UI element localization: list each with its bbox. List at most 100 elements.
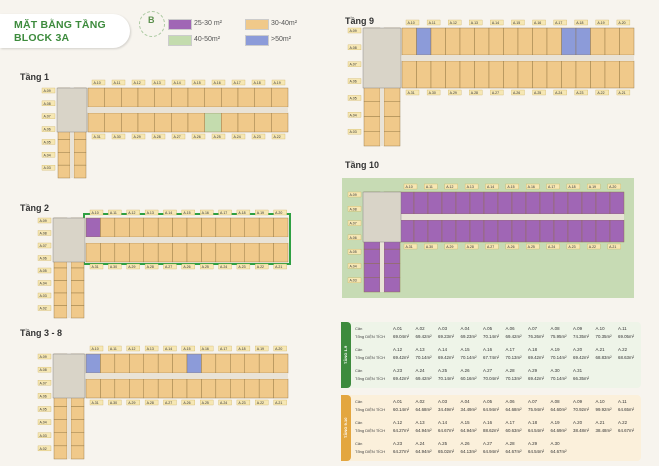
compass-letter: B [148, 15, 155, 25]
apartment-unit [143, 353, 159, 374]
unit-tag-label: A.18 [576, 21, 583, 25]
unit-tag-box [403, 183, 418, 190]
unit-tag-box [426, 89, 441, 96]
unit-code: A.17 [505, 347, 515, 352]
unit-code: A.05 [483, 326, 493, 331]
unit-tag-label: A.28 [467, 245, 474, 249]
apartment-unit [609, 219, 625, 243]
apartment-unit [100, 217, 116, 238]
apartment-unit [70, 280, 85, 294]
unit-tag-label: A.17 [220, 347, 227, 351]
apartment-unit [539, 191, 555, 215]
unit-tag-box [347, 128, 362, 135]
unit-code: A.29 [528, 441, 538, 446]
unit-area: 64.27m² [393, 449, 410, 454]
unit-tag-label: A.09 [350, 29, 357, 33]
apartment-unit [363, 277, 381, 293]
apartment-unit [237, 87, 255, 108]
unit-code: A.26 [460, 441, 470, 446]
unit-code: A.27 [483, 368, 493, 373]
unit-tag-label: A.20 [618, 21, 625, 25]
unit-area: 70.14m² [460, 355, 477, 360]
apartment-unit [258, 378, 274, 399]
unit-tag-label: A.29 [134, 135, 141, 139]
unit-tag-label: A.02 [40, 307, 47, 311]
legend-swatch [168, 19, 192, 30]
unit-area: 75.95m² [550, 334, 567, 339]
unit-code: A.10 [595, 326, 605, 331]
unit-tag-label: A.07 [350, 222, 357, 226]
unit-tag-box [181, 399, 195, 406]
apartment-unit [363, 101, 381, 117]
apartment-unit [172, 242, 188, 263]
unit-code: A.03 [438, 399, 448, 404]
apartment-unit [441, 219, 457, 243]
unit-tag-label: A.31 [408, 91, 415, 95]
unit-area: 34.49m² [438, 407, 455, 412]
unit-tag-box [464, 183, 479, 190]
corridor [86, 373, 288, 379]
apartment-unit [157, 217, 173, 238]
apartment-unit [383, 277, 401, 293]
unit-tag-label: A.29 [128, 401, 135, 405]
unit-tag-box [181, 345, 195, 352]
unit-tag-box [37, 217, 52, 224]
unit-code: A.08 [550, 326, 560, 331]
unit-tag-label: A.28 [147, 401, 154, 405]
unit-tag-label: A.13 [467, 185, 474, 189]
unit-tag-box [236, 263, 251, 270]
unit-code: A.16 [483, 347, 493, 352]
apartment-unit [273, 353, 289, 374]
unit-tag-label: A.03 [40, 434, 47, 438]
unit-tag-box [37, 292, 52, 299]
apartment-unit [488, 60, 504, 89]
apartment-unit [511, 219, 527, 243]
apartment-unit [137, 112, 155, 133]
apartment-unit [230, 378, 245, 399]
unit-tag-box [347, 112, 362, 118]
unit-tag-box [37, 230, 52, 236]
corridor [67, 354, 71, 459]
apartment-unit [441, 191, 457, 215]
compass-icon: B [139, 11, 165, 37]
unit-tag-box [347, 78, 362, 84]
unit-tag-label: A.26 [194, 135, 201, 139]
unit-tag-label: A.27 [165, 401, 172, 405]
unit-area: 70.14m² [483, 334, 500, 339]
unit-tag-box [526, 183, 540, 190]
unit-area: 64.94m² [483, 449, 500, 454]
apartment-unit [143, 217, 159, 238]
corridor [402, 55, 634, 61]
apartment-unit [73, 139, 87, 153]
unit-tag-box [424, 183, 438, 190]
apartment-unit [230, 217, 245, 238]
apartment-unit [53, 292, 68, 306]
unit-tag-label: A.05 [350, 96, 357, 100]
unit-code: A.14 [438, 420, 448, 425]
unit-tag-box [37, 242, 52, 249]
unit-tag-box [566, 183, 581, 190]
unit-tag-label: A.14 [492, 21, 499, 25]
unit-tag-label: A.29 [446, 245, 453, 249]
apartment-unit [427, 191, 443, 215]
unit-tag-label: A.21 [618, 91, 625, 95]
apartment-unit [187, 112, 205, 133]
unit-tag-label: A.11 [114, 81, 121, 85]
unit-tag-label: A.21 [275, 401, 282, 405]
row-header-unit: Căn [355, 441, 363, 446]
unit-tag-box [347, 191, 362, 198]
unit-tag-box [108, 209, 122, 216]
apartment-unit [70, 406, 85, 420]
unit-code: A.23 [393, 368, 403, 373]
unit-tag-box [37, 406, 52, 412]
unit-tag-label: A.28 [471, 91, 478, 95]
apartment-unit [430, 27, 446, 56]
apartment-unit [604, 60, 620, 89]
corridor [400, 214, 624, 220]
unit-tag-label: A.02 [40, 447, 47, 451]
unit-code: A.29 [528, 368, 538, 373]
unit-tag-box [126, 399, 140, 406]
